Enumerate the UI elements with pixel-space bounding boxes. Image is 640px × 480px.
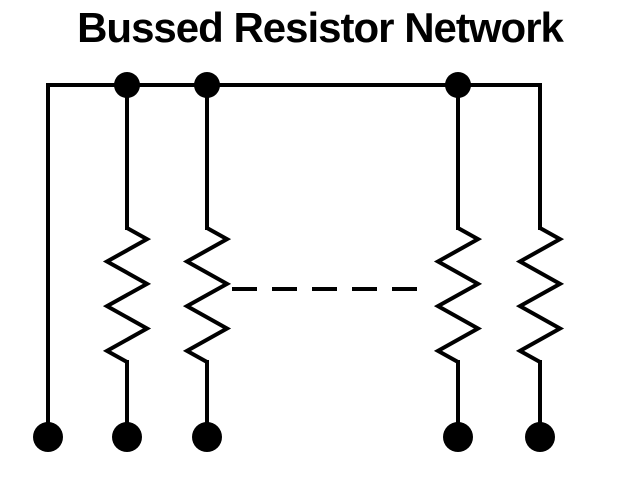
resistor-zigzag [102,226,152,364]
resistor-zigzag [515,226,565,364]
pin-terminal-dot [192,422,222,452]
diagram-title: Bussed Resistor Network [77,4,564,51]
common-pin-terminal-dot [33,422,63,452]
pin-terminal-dot [443,422,473,452]
resistor-zigzag [182,226,232,364]
pin-terminal-dot [525,422,555,452]
pin-terminal-dot [112,422,142,452]
resistor-zigzag [433,226,483,364]
